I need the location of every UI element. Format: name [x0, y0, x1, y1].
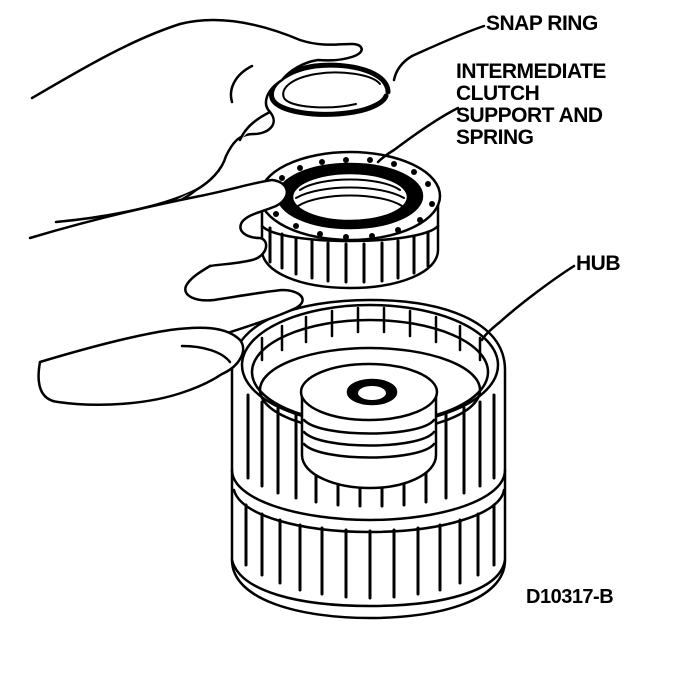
hub-label: HUB: [576, 252, 621, 275]
figure-code-label: D10317-B: [526, 586, 614, 608]
snap-ring-leader: [392, 24, 486, 82]
hub-leader: [480, 264, 576, 342]
leader-lines: [376, 24, 576, 342]
lower-hand: [37, 326, 245, 406]
hub-center-boss: [258, 346, 482, 490]
snap-ring-label: SNAP RING: [486, 12, 598, 35]
intermediate-label-line-4: SPRING: [456, 126, 534, 149]
snap-ring: [269, 62, 391, 117]
middle-hand: [28, 178, 304, 340]
clutch-support: [258, 150, 442, 290]
intermediate-clutch-label: INTERMEDIATE CLUTCH SUPPORT AND SPRING: [456, 61, 606, 149]
intermediate-label-line-1: INTERMEDIATE: [456, 60, 606, 83]
intermediate-label-line-2: CLUTCH: [456, 82, 540, 105]
intermediate-label-line-3: SUPPORT AND: [456, 104, 603, 127]
intermediate-leader: [376, 106, 460, 164]
